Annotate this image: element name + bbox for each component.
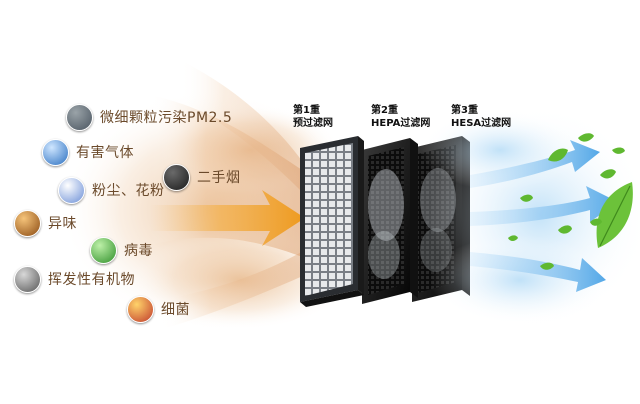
- pollutant-odor: 异味: [14, 209, 77, 237]
- virus-icon: [90, 236, 117, 264]
- pollutant-bacteria: 细菌: [127, 295, 190, 323]
- pollutant-label: 二手烟: [197, 170, 241, 186]
- leaf-icon: [520, 194, 533, 202]
- filter-stage-number: 第1重: [293, 105, 320, 116]
- pollutant-label: 细菌: [161, 302, 190, 318]
- leaves: [508, 133, 633, 270]
- clean-air-arrows: [470, 140, 618, 292]
- filter-stage-number: 第3重: [451, 105, 478, 116]
- leaf-icon: [590, 218, 602, 226]
- filter-panel-hepa: [362, 138, 418, 304]
- filter-name: HESA过滤网: [451, 118, 512, 129]
- filter-label-2: 第2重 HEPA过滤网: [371, 104, 430, 130]
- pollutant-secondhand-smoke: 二手烟: [163, 163, 241, 191]
- pollutant-label: 有害气体: [76, 145, 134, 161]
- leaf-icon: [508, 235, 518, 241]
- filter-stage-number: 第2重: [371, 105, 398, 116]
- leaf-icon: [612, 147, 625, 154]
- pollen-icon: [58, 176, 85, 204]
- pollutant-pm25: 微细颗粒污染PM2.5: [66, 103, 232, 131]
- pollutant-voc: 挥发性有机物: [14, 265, 135, 293]
- pollutant-label: 挥发性有机物: [48, 272, 135, 288]
- pollutant-virus: 病毒: [90, 236, 153, 264]
- leaf-icon: [540, 262, 554, 270]
- filter-label-1: 第1重 预过滤网: [293, 104, 333, 130]
- pollutant-label: 微细颗粒污染PM2.5: [100, 110, 233, 126]
- pollutant-label: 粉尘、花粉: [92, 183, 165, 199]
- city-smog-icon: [66, 103, 93, 131]
- clean-air-arrow-bottom: [470, 252, 606, 292]
- clean-air-arrow-middle: [470, 186, 618, 226]
- food-icon: [14, 209, 41, 237]
- chemical-icon: [14, 265, 41, 293]
- filter-label-3: 第3重 HESA过滤网: [451, 104, 511, 130]
- filter-name: HEPA过滤网: [371, 118, 431, 129]
- leaf-icon: [578, 133, 594, 142]
- clean-air-arrow-top: [470, 140, 600, 188]
- pollutant-label: 病毒: [124, 243, 153, 259]
- filter-name: 预过滤网: [293, 118, 333, 129]
- pollutant-dust-pollen: 粉尘、花粉: [58, 176, 165, 204]
- leaf-icon: [600, 169, 616, 179]
- pollutant-harmful-gas: 有害气体: [42, 138, 134, 166]
- cigarette-icon: [163, 163, 190, 191]
- earth-icon: [42, 138, 69, 166]
- filter-panel-prefilter: [300, 136, 364, 307]
- bacteria-icon: [127, 295, 154, 323]
- pollutant-label: 异味: [48, 216, 77, 232]
- leaf-icon: [558, 225, 572, 234]
- leaf-icon: [548, 148, 568, 162]
- polluted-air-arrow: [150, 190, 305, 246]
